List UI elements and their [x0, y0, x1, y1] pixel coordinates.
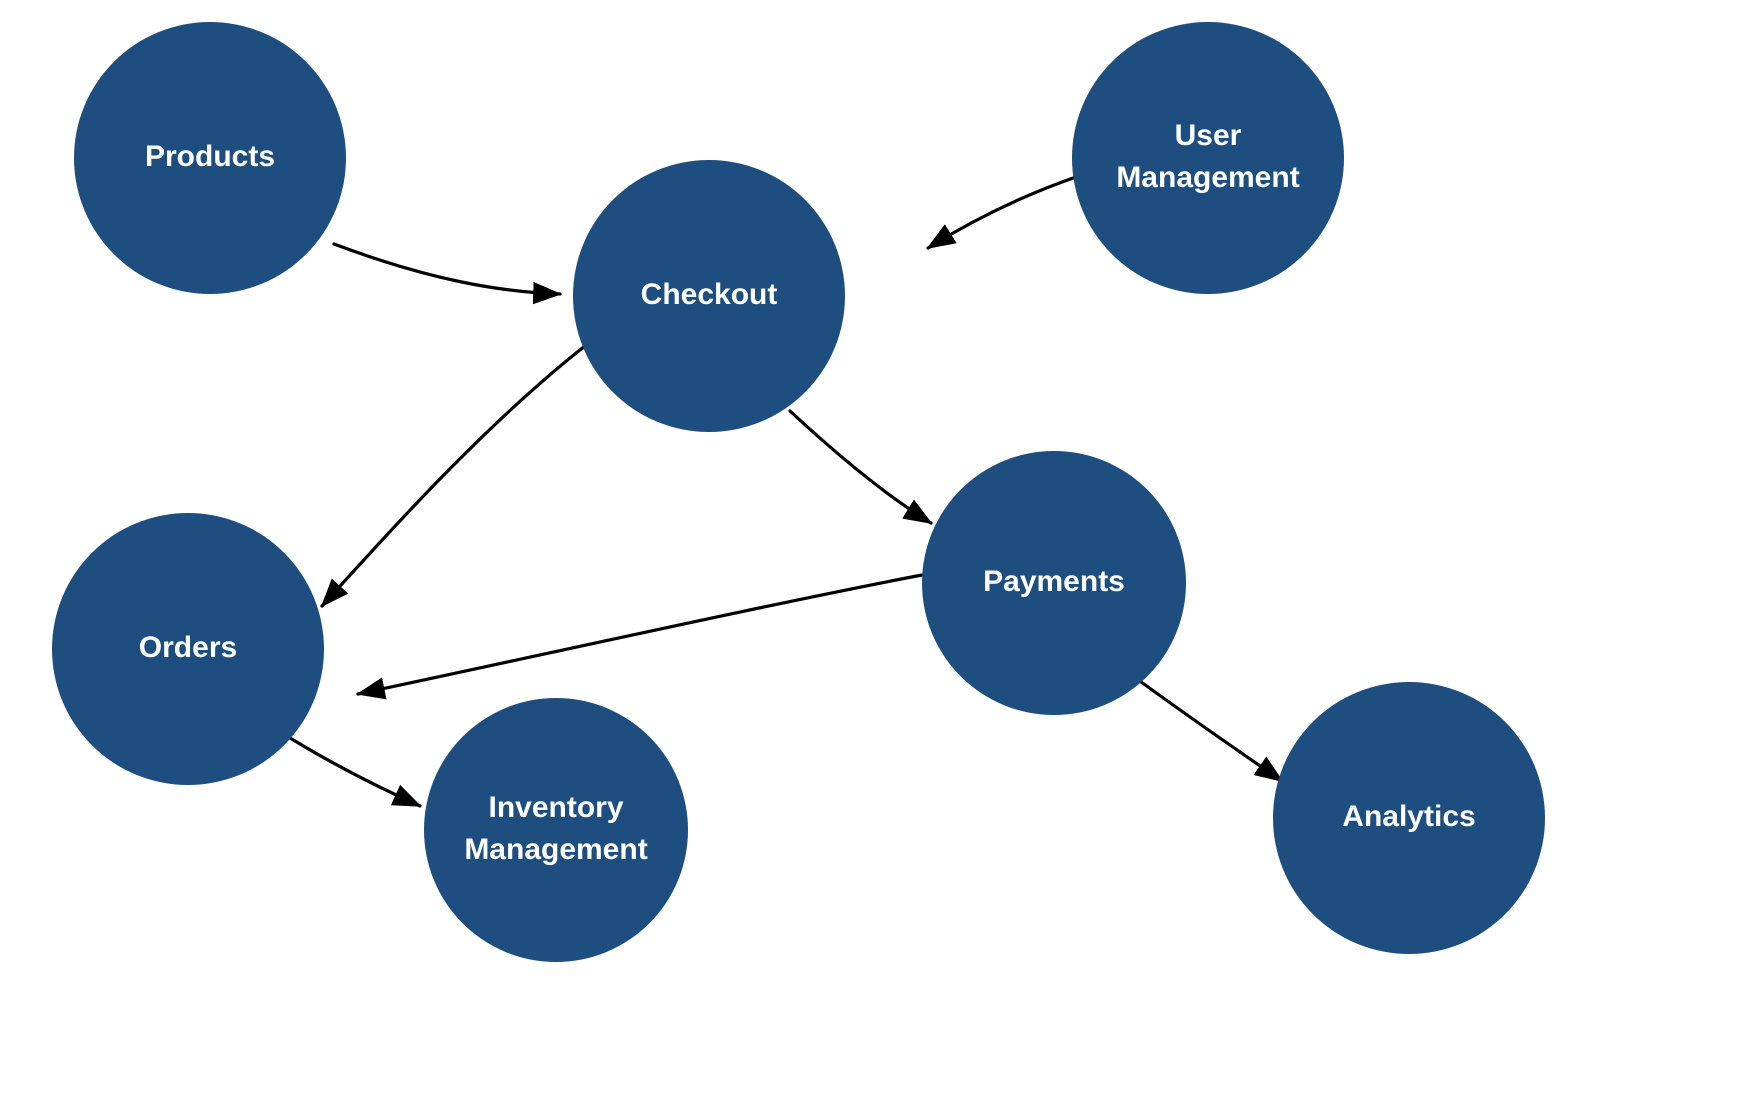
node-analytics[interactable]: Analytics: [1273, 682, 1545, 954]
node-circle-payments[interactable]: [922, 451, 1186, 715]
node-circle-inventory-management[interactable]: [424, 698, 688, 962]
edge-user-management-to-checkout: [926, 175, 1078, 250]
node-orders[interactable]: Orders: [52, 513, 324, 785]
edge-products-to-checkout: [332, 242, 562, 305]
edge-orders-to-inventory-management: [280, 731, 422, 808]
edge-payments-to-orders: [356, 573, 924, 700]
node-products[interactable]: Products: [74, 22, 346, 294]
node-circle-orders[interactable]: [52, 513, 324, 785]
node-payments[interactable]: Payments: [922, 451, 1186, 715]
node-circle-analytics[interactable]: [1273, 682, 1545, 954]
edges-layer: [280, 175, 1284, 808]
node-circle-products[interactable]: [74, 22, 346, 294]
edge-checkout-to-payments: [788, 409, 933, 525]
node-checkout[interactable]: Checkout: [573, 160, 845, 432]
node-circle-checkout[interactable]: [573, 160, 845, 432]
node-circle-user-management[interactable]: [1072, 22, 1344, 294]
edge-payments-to-analytics: [1131, 674, 1284, 783]
edge-checkout-to-orders: [320, 340, 592, 608]
